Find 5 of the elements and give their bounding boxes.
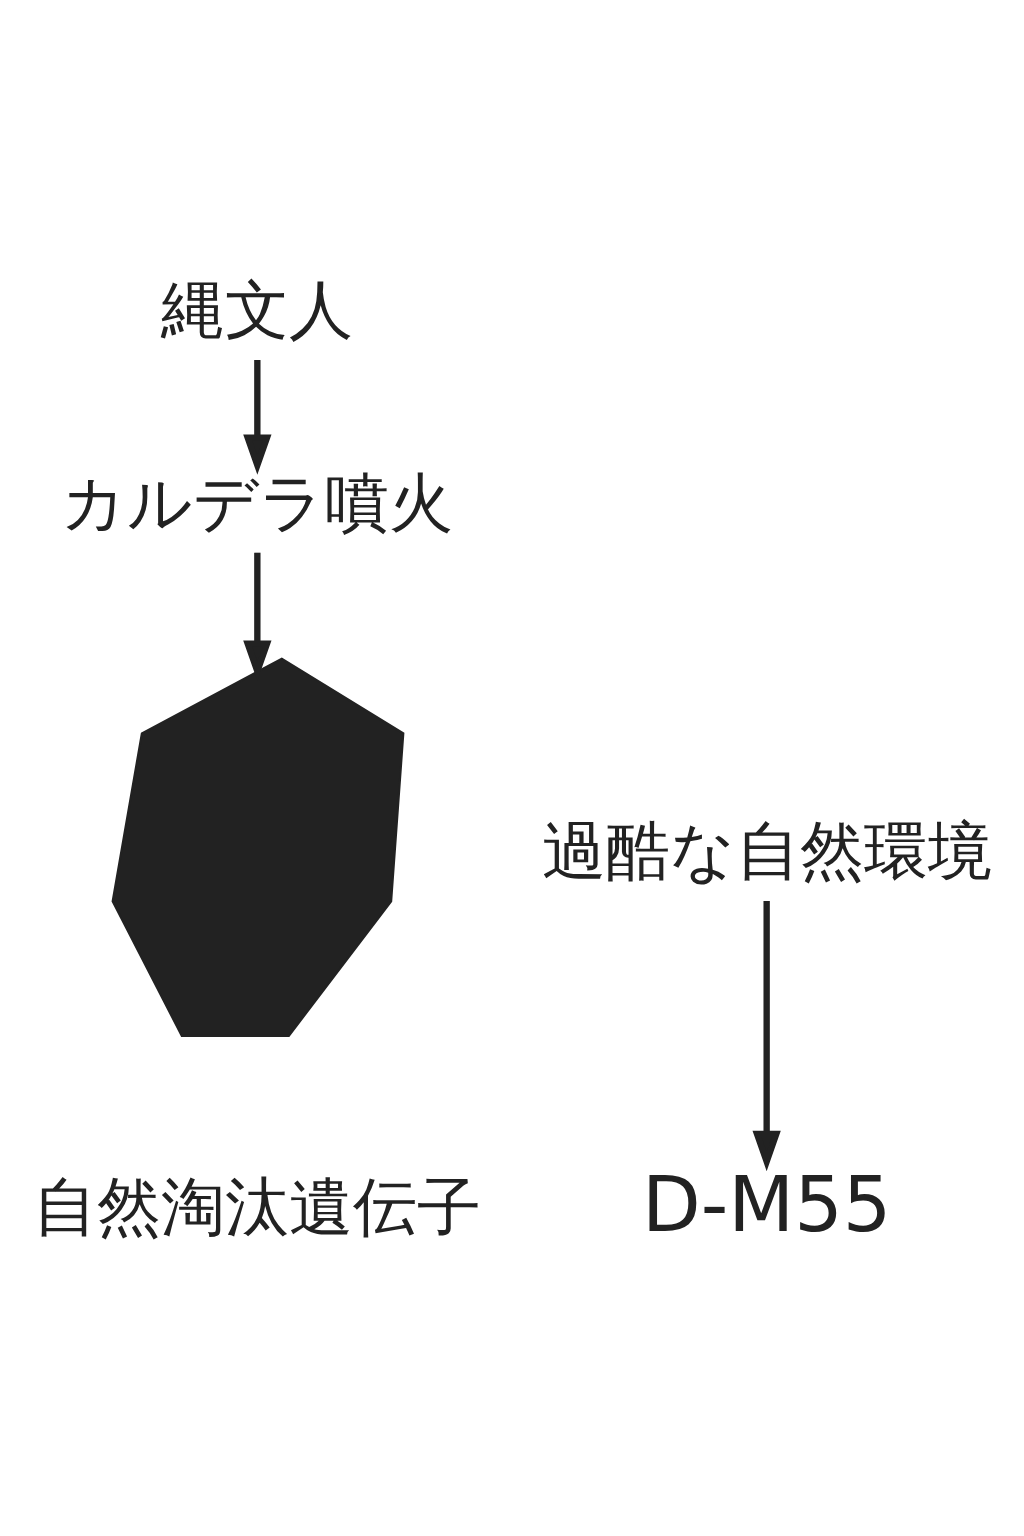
node-text: 自然淘汰遺伝子 [33,1169,482,1244]
node-text: 過酷な自然環境 [541,814,992,889]
node-text: 縄文人 [161,272,354,347]
node-text: カルデラ噴火 [61,466,454,541]
node-text: D-M55 [641,1160,892,1250]
